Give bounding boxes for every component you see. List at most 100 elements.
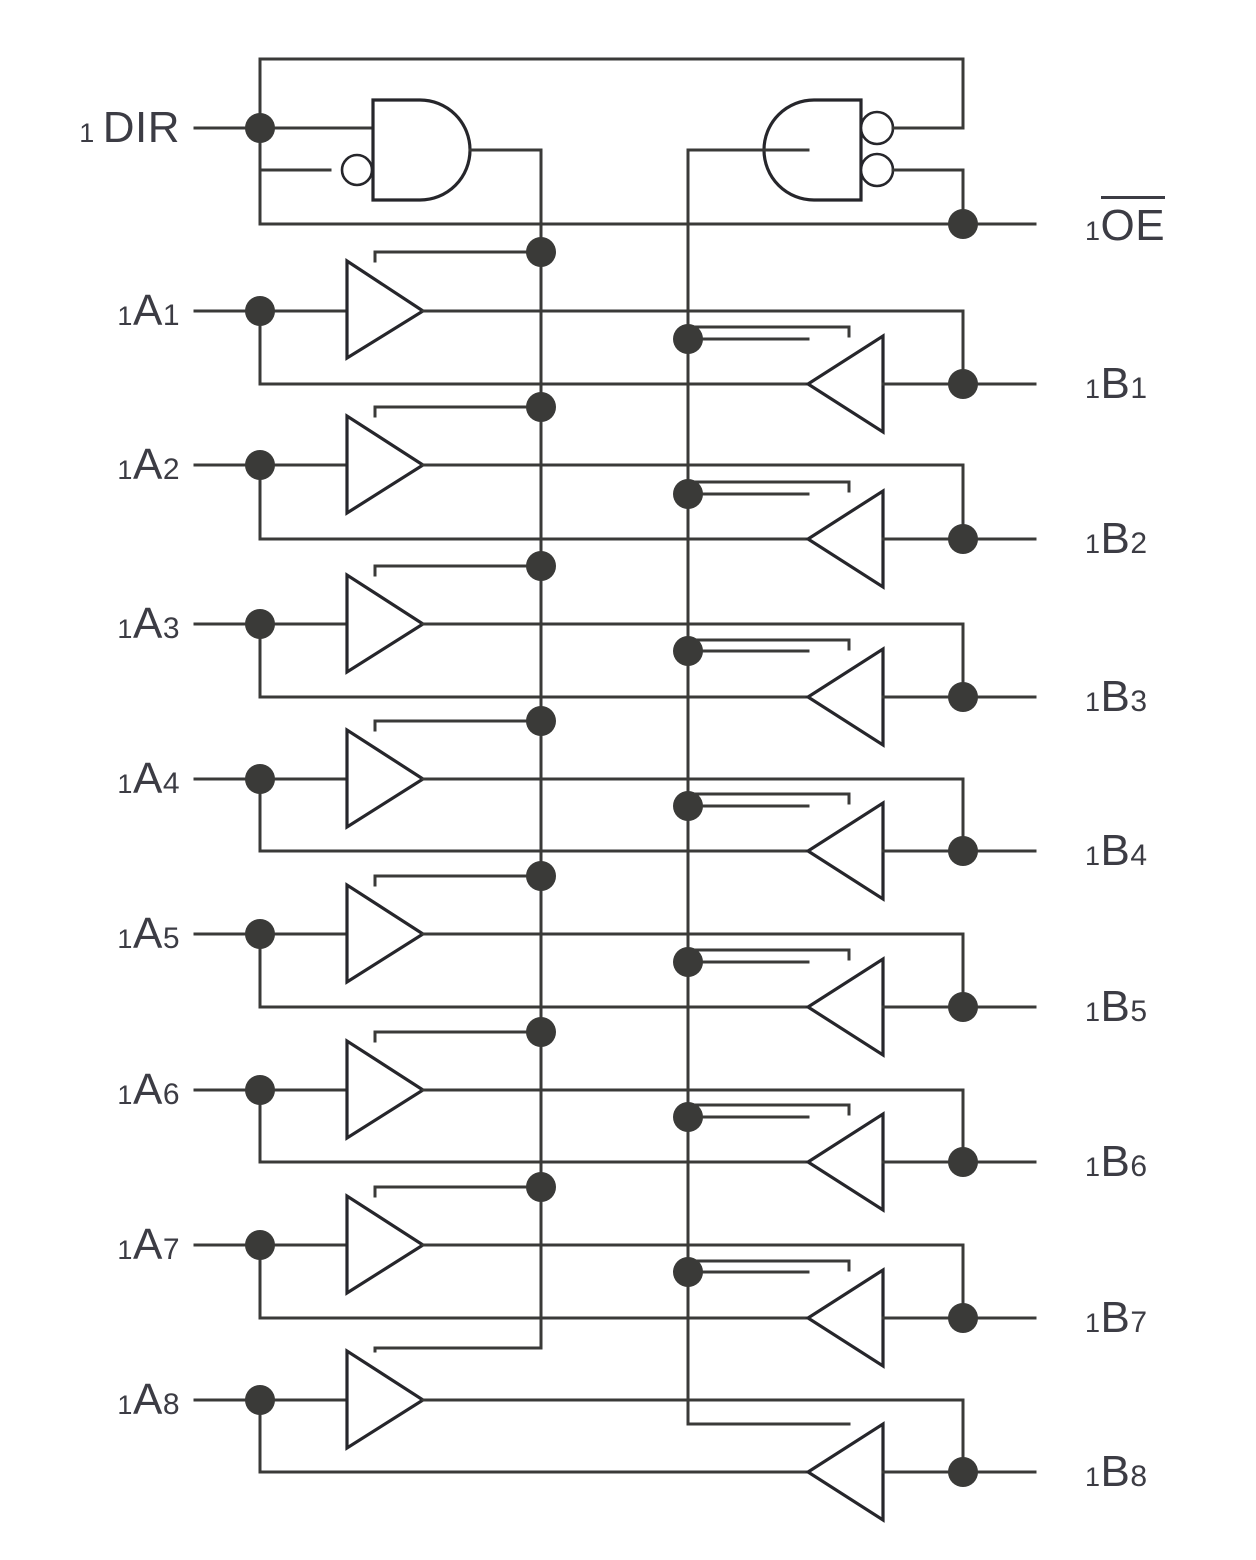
b5-buffer-triangle (805, 956, 885, 1058)
pin-label-a4-prefix: 1 (117, 769, 133, 799)
pin-label-b5-name: B (1100, 982, 1131, 1031)
oe-to-left-and-inverted-input (258, 168, 332, 226)
a5-feedback-from-b5-buffer (258, 932, 810, 1009)
junction-dot-left-enable-7 (526, 1172, 556, 1202)
right-and-top-input-lead (891, 57, 965, 130)
pin-label-oe-prefix: 1 (1085, 216, 1101, 246)
junction-dot-b2 (948, 524, 978, 554)
a2-buffer-triangle (345, 413, 426, 516)
b8-buffer-triangle (805, 1421, 885, 1523)
pin-label-a8: 1A8 (117, 1378, 180, 1422)
pin-label-b7-index: 7 (1130, 1306, 1148, 1339)
junction-dot-left-enable-1 (526, 237, 556, 267)
pin-label-b3-name: B (1100, 672, 1131, 721)
a8-buffer-enable-lead (373, 1346, 543, 1353)
pin-label-a4-index: 4 (162, 767, 180, 800)
junction-dot-a7 (245, 1230, 275, 1260)
junction-dot-a5 (245, 919, 275, 949)
junction-dot-a6 (245, 1075, 275, 1105)
right-and-gate-body (762, 98, 863, 202)
pin-label-a6-prefix: 1 (117, 1080, 133, 1110)
channel-row-3 (193, 564, 1037, 748)
junction-dot-left-enable-3 (526, 551, 556, 581)
junction-dot-b3 (948, 682, 978, 712)
pin-label-b7: 1B7 (1085, 1296, 1148, 1340)
dir-top-bus (258, 57, 965, 130)
right-and-input-bubble-bottom-icon (859, 152, 895, 188)
b2-buffer-triangle (805, 488, 885, 590)
pin-label-a6-name: A (132, 1065, 163, 1114)
pin-label-b6-name: B (1100, 1137, 1131, 1186)
pin-label-b3-prefix: 1 (1085, 687, 1101, 717)
pin-label-b4-prefix: 1 (1085, 841, 1101, 871)
a8-buffer-triangle (345, 1348, 426, 1451)
pin-label-b1: 1B1 (1085, 362, 1148, 406)
pin-label-b5-prefix: 1 (1085, 997, 1101, 1027)
left-and-gate-body (371, 98, 472, 202)
a6-buffer-triangle (345, 1038, 426, 1141)
junction-dot-b8 (948, 1457, 978, 1487)
b6-buffer-triangle (805, 1111, 885, 1213)
pin-label-a8-prefix: 1 (117, 1390, 133, 1420)
pin-label-b2-index: 2 (1130, 527, 1148, 560)
pin-label-a7-name: A (132, 1220, 163, 1269)
channel-row-7 (193, 1185, 1037, 1369)
pin-label-b3: 1B3 (1085, 675, 1148, 719)
pin-label-a5-name: A (132, 909, 163, 958)
pin-label-a1-name: A (132, 286, 163, 335)
pin-label-a5-index: 5 (162, 922, 180, 955)
pin-label-a4: 1A4 (117, 757, 180, 801)
pin-label-a6: 1A6 (117, 1068, 180, 1112)
a7-feedback-from-b7-buffer (258, 1243, 810, 1320)
a7-buffer-enable-lead (373, 1185, 543, 1198)
pin-label-a6-index: 6 (162, 1078, 180, 1111)
a3-buffer-triangle (345, 572, 426, 675)
pin-label-a3-prefix: 1 (117, 614, 133, 644)
a1-buffer-triangle (345, 258, 426, 361)
a7-buffer-triangle (345, 1193, 426, 1296)
a6-feedback-from-b6-buffer (258, 1088, 810, 1164)
pin-label-b4-index: 4 (1130, 839, 1148, 872)
pin-label-b2: 1B2 (1085, 517, 1148, 561)
pin-label-oe-name: OE (1100, 196, 1166, 250)
pin-label-b1-prefix: 1 (1085, 374, 1101, 404)
pin-label-b3-index: 3 (1130, 685, 1148, 718)
junction-dot-a4 (245, 764, 275, 794)
pin-label-b8-name: B (1100, 1447, 1131, 1496)
b4-buffer-triangle (805, 800, 885, 902)
pin-label-a4-name: A (132, 754, 163, 803)
pin-label-dir-name: DIR (102, 103, 180, 152)
b1-buffer-enable-lead (686, 325, 851, 338)
a6-buffer-enable-lead (373, 1030, 543, 1043)
pin-label-a7-index: 7 (162, 1233, 180, 1266)
pin-label-a3: 1A3 (117, 602, 180, 646)
a8-feedback-from-b8-buffer (258, 1398, 810, 1474)
right-and-bottom-input-lead (891, 168, 965, 226)
a1-feedback-from-b1-buffer (258, 309, 810, 386)
a2-buffer-enable-lead (373, 405, 543, 418)
pin-label-a2-name: A (132, 440, 163, 489)
a5-buffer-triangle (345, 882, 426, 985)
channel-row-2 (193, 405, 1037, 590)
b5-buffer-enable-lead (686, 948, 851, 961)
a3-feedback-from-b3-buffer (258, 622, 810, 699)
pin-label-b7-prefix: 1 (1085, 1308, 1101, 1338)
a5-buffer-enable-lead (373, 874, 543, 887)
a3-buffer-enable-lead (373, 564, 543, 577)
pin-label-a2-prefix: 1 (117, 455, 133, 485)
pin-label-b4: 1B4 (1085, 829, 1148, 873)
junction-dot-left-enable-2 (526, 392, 556, 422)
pin-label-b1-name: B (1100, 359, 1131, 408)
channel-row-8 (193, 1346, 1037, 1523)
pin-label-a8-name: A (132, 1375, 163, 1424)
channel-row-4 (193, 719, 1037, 902)
junction-dot-a2 (245, 450, 275, 480)
left-and-input-bubble-icon (340, 153, 374, 187)
pin-label-a1: 1A1 (117, 289, 180, 333)
pin-label-a2: 1A2 (117, 443, 180, 487)
pin-label-b6: 1B6 (1085, 1140, 1148, 1184)
a4-buffer-enable-lead (373, 719, 543, 732)
junction-dot-left-enable-5 (526, 861, 556, 891)
